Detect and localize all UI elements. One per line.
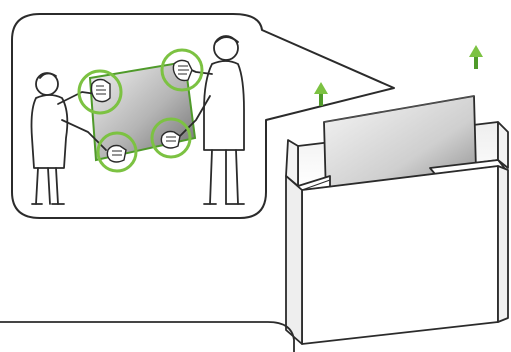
hand-grip-icon (160, 130, 181, 149)
hand-grip-icon (106, 144, 127, 163)
person-right (179, 35, 245, 205)
tv-box (285, 95, 509, 345)
up-arrow-icon (469, 45, 483, 69)
lower-callout-frame (0, 321, 295, 352)
up-arrow-icon (314, 82, 328, 106)
grip-circle-bottom-right (150, 117, 192, 159)
grip-circle-top-right (160, 48, 204, 92)
grip-circle-top-left (77, 69, 123, 115)
hand-grip-icon (90, 78, 111, 103)
grip-circle-bottom-left (96, 131, 138, 173)
